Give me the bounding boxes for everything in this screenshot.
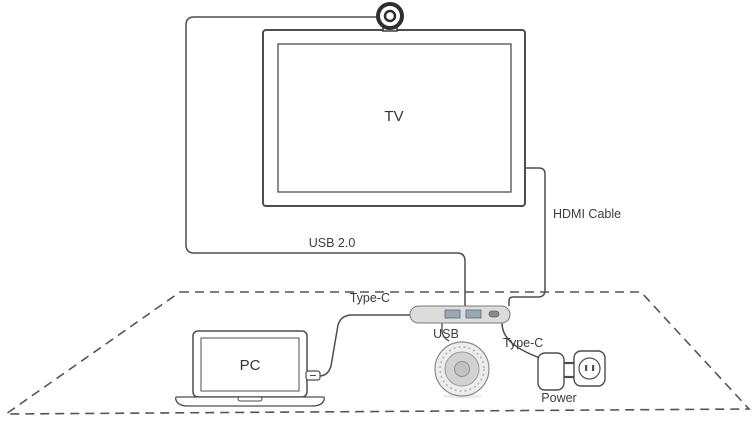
hdmi-cable [508,167,546,306]
webcam-icon [376,2,404,32]
type-c-left-label: Type-C [350,291,390,305]
hub-usb-port-2 [465,309,482,319]
laptop: PC [175,330,325,407]
pc-label: PC [240,357,261,374]
hub-usb-port-1 [444,309,461,319]
hub-small-port [488,310,500,318]
type-c-cable-pc [318,314,412,377]
type-c-cable-power [501,322,541,359]
table-surface-outline [3,291,751,415]
usb-label: USB [433,327,459,341]
speakerphone [434,341,490,399]
wall-outlet-icon [573,350,606,387]
power-label: Power [541,391,576,405]
usb2-cable [185,16,466,306]
usb-link [441,323,450,342]
usb-hub [409,305,511,324]
hdmi-cable-label: HDMI Cable [553,207,621,221]
type-c-right-label: Type-C [503,336,543,350]
tv-display: TV [262,29,526,207]
tv-label: TV [384,108,403,125]
usb2-cable-label: USB 2.0 [309,236,356,250]
type-c-connector-icon [305,370,321,381]
power-adapter-icon [537,352,574,391]
